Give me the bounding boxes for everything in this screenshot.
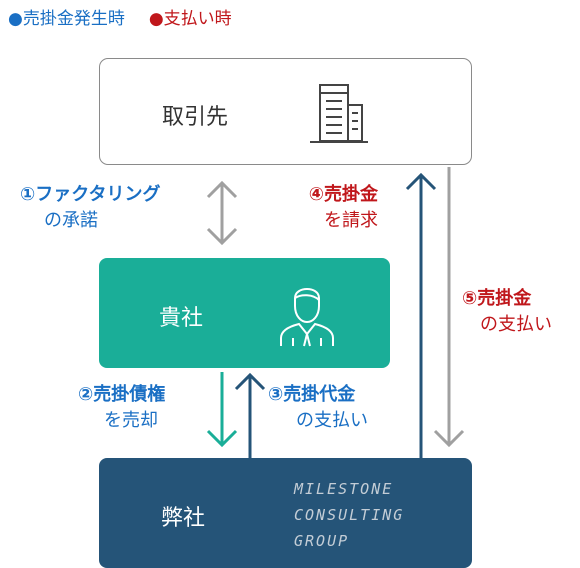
step-3-head: ③売掛代金 bbox=[268, 384, 356, 405]
heisha-label: 弊社 bbox=[161, 506, 206, 531]
arrow-sell-receivable bbox=[206, 372, 238, 448]
logo-line-1: MILESTONE bbox=[294, 480, 394, 498]
office-building-icon bbox=[310, 84, 368, 143]
step-5-head: ⑤売掛金 bbox=[462, 288, 532, 309]
step-1-head: ①ファクタリング bbox=[20, 184, 161, 205]
legend: ●売掛金発生時 ●支払い時 bbox=[8, 4, 232, 29]
logo-line-3: GROUP bbox=[294, 532, 350, 550]
step-1-label: ①ファクタリング の承諾 bbox=[20, 182, 161, 234]
arrow-pay-receivable-price bbox=[234, 372, 266, 458]
heisha-box: 弊社 MILESTONE CONSULTING GROUP bbox=[99, 458, 472, 568]
step-2-tail: を売却 bbox=[104, 410, 158, 431]
arrow-claim-receivable bbox=[405, 172, 437, 458]
step-3-tail: の支払い bbox=[296, 410, 368, 431]
arrow-factoring-consent bbox=[206, 180, 238, 246]
logo-line-2: CONSULTING bbox=[294, 506, 405, 524]
businessman-icon bbox=[280, 288, 334, 347]
client-box: 取引先 bbox=[99, 58, 472, 165]
step-2-label: ②売掛債権 を売却 bbox=[78, 382, 165, 434]
step-4-tail: を請求 bbox=[324, 210, 378, 231]
step-4-head: ④売掛金 bbox=[308, 184, 378, 205]
step-2-head: ②売掛債権 bbox=[78, 384, 166, 405]
step-3-label: ③売掛代金 の支払い bbox=[268, 382, 368, 434]
kisha-box: 貴社 bbox=[99, 258, 390, 368]
legend-sales: ●売掛金発生時 bbox=[8, 9, 125, 29]
client-label: 取引先 bbox=[162, 105, 229, 130]
step-1-tail: の承諾 bbox=[44, 210, 98, 231]
milestone-logo-text: MILESTONE CONSULTING GROUP bbox=[294, 476, 404, 554]
arrow-pay-receivable bbox=[433, 167, 465, 448]
step-5-tail: の支払い bbox=[480, 314, 552, 335]
legend-payment: ●支払い時 bbox=[148, 9, 232, 29]
kisha-label: 貴社 bbox=[159, 306, 204, 331]
step-4-label: ④売掛金 を請求 bbox=[298, 182, 378, 234]
step-5-label: ⑤売掛金 の支払い bbox=[462, 286, 552, 338]
